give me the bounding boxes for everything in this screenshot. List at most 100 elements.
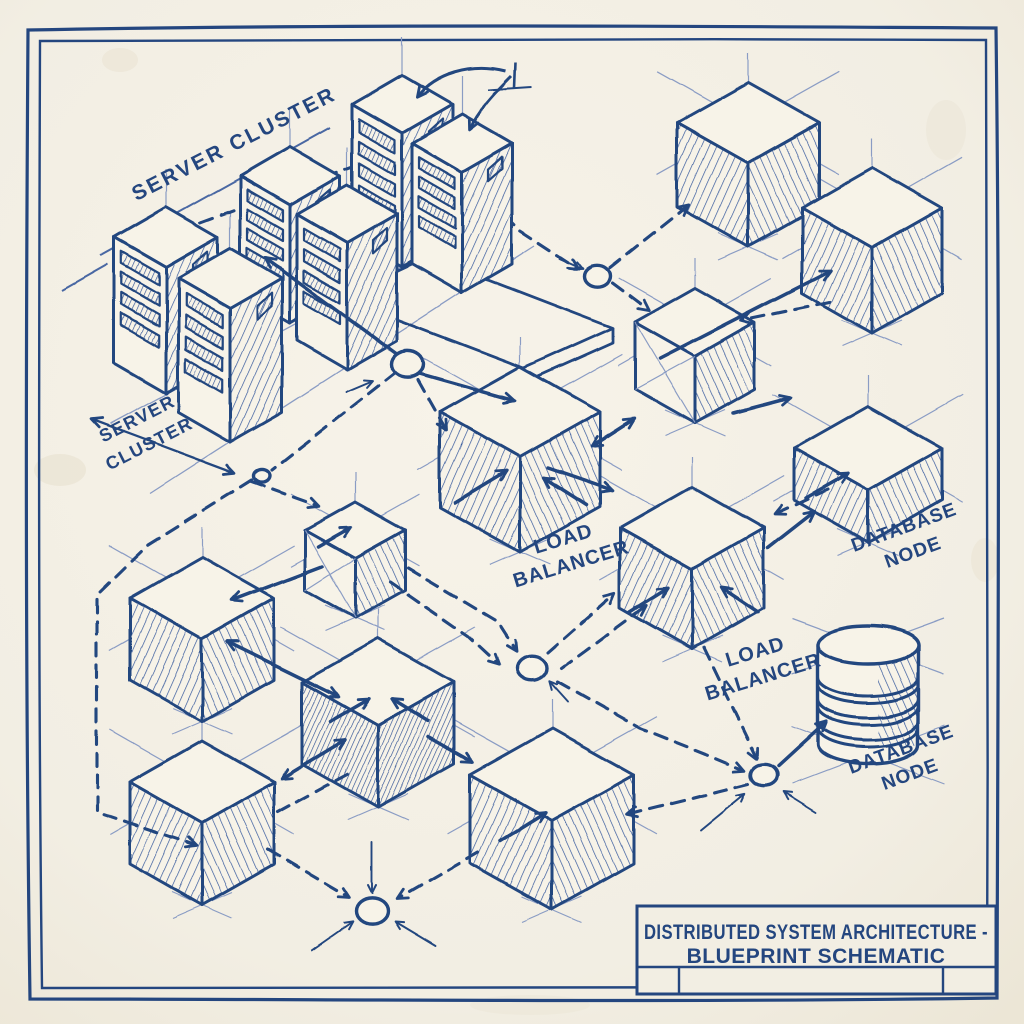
connection-arrow (699, 792, 746, 831)
connection-arrow (394, 920, 437, 947)
face-outline (550, 773, 636, 911)
server-vent-slat (357, 117, 397, 154)
dashed-connection-line (560, 604, 649, 670)
server-panel-window (486, 155, 504, 183)
face-outline (376, 680, 456, 809)
face-hatching (620, 528, 692, 649)
server-vent-slat (120, 291, 160, 328)
face-outline (353, 528, 407, 620)
outer-border (24, 24, 1000, 1003)
face-outline (518, 410, 602, 554)
connection-arrow (89, 417, 237, 476)
connection-arrow (389, 697, 430, 723)
dashed-connection-line (739, 300, 832, 325)
face-outline (345, 212, 399, 372)
server-vent-slat (302, 227, 342, 263)
server-tower-4 (176, 246, 284, 444)
connection-arrow (263, 256, 402, 358)
dashed-connection-line (395, 850, 480, 900)
cylinder-top (816, 624, 920, 666)
annotation-tick (487, 86, 533, 91)
server-vent-slat (245, 227, 285, 262)
dashed-connection-line (773, 488, 830, 517)
server-panel-window (255, 291, 273, 321)
dashed-connection-line (556, 680, 747, 773)
title-block-frame (635, 904, 998, 996)
cube-node-top-right-2 (800, 166, 944, 335)
server-vent-slat (357, 161, 397, 198)
cylinder-disk-band (816, 676, 920, 705)
connection-node-2 (582, 263, 612, 289)
connection-arrow (804, 472, 851, 500)
server-vent-slat (184, 291, 224, 329)
server-vent-slat (357, 139, 397, 176)
dashed-connection-line (546, 591, 617, 654)
database-cylinder (791, 617, 945, 785)
server-vent-slat (120, 270, 160, 307)
connection-node-5 (354, 896, 390, 926)
connection-arrow (559, 257, 584, 270)
shapes-layer (112, 73, 945, 911)
connection-node-6 (749, 762, 779, 788)
connection-arrow (316, 526, 353, 548)
face-hatching (552, 775, 634, 909)
cube-node-bottom-center (468, 727, 636, 911)
connection-arrow (412, 370, 517, 404)
connection-arrow (719, 586, 760, 614)
face-outline (200, 780, 276, 907)
server-vent-slat (120, 312, 160, 349)
connection-node-1 (390, 349, 426, 379)
connection-arrow (731, 394, 793, 415)
dashed-connection-line (406, 566, 518, 653)
server-vent-slat (302, 269, 342, 305)
face-hatching (794, 448, 868, 542)
connection-arrow (776, 719, 829, 768)
face-hatching (695, 322, 755, 423)
connection-arrow (546, 466, 615, 494)
annotation-arrow-curved (467, 74, 514, 132)
connection-arrow (541, 476, 588, 507)
server-vent-slat (245, 188, 285, 223)
connection-arrow (548, 680, 569, 703)
cylinder-disk-band (816, 698, 920, 727)
connection-arrow (498, 811, 548, 843)
face-hatching (378, 682, 454, 807)
server-tower-5 (295, 183, 399, 372)
title-line-2: BLUEPRINT SCHEMATIC (687, 945, 946, 968)
server-tower-6 (410, 112, 514, 295)
connection-node-4 (515, 654, 549, 683)
dashed-connection-line (702, 646, 759, 761)
face-outline (866, 446, 944, 544)
construction-line (634, 355, 696, 390)
cube-node-center-dark (300, 637, 456, 809)
connections-layer (89, 62, 851, 951)
dashed-connection-line (416, 378, 448, 433)
connection-arrow (225, 640, 341, 698)
dashed-connection-line (276, 772, 350, 814)
server-vent-slat (184, 336, 224, 373)
cube-database-node-1 (792, 404, 944, 544)
annotation-tick (513, 62, 518, 89)
server-panel-window (371, 226, 389, 255)
dashed-connection-line (250, 480, 321, 510)
connection-arrow (589, 417, 637, 448)
dashed-connection-line (610, 281, 651, 312)
schematic-art (61, 37, 964, 951)
connection-arrow (628, 586, 671, 614)
server-vent-slat (417, 195, 457, 231)
face-outline (693, 320, 757, 425)
dashed-connection-line (608, 203, 691, 270)
connection-arrow (766, 509, 817, 550)
construction-line (304, 557, 356, 591)
connection-arrow (345, 379, 374, 393)
server-vent-slat (245, 207, 285, 243)
connection-arrow (328, 697, 371, 723)
title-block: DISTRIBUTED SYSTEM ARCHITECTURE - BLUEPR… (635, 904, 998, 996)
title-line-1: DISTRIBUTED SYSTEM ARCHITECTURE - (644, 921, 988, 944)
face-hatching (462, 143, 512, 293)
cube-node-left-2 (128, 739, 276, 907)
connection-arrow (311, 920, 354, 951)
server-vent-slat (184, 313, 224, 351)
